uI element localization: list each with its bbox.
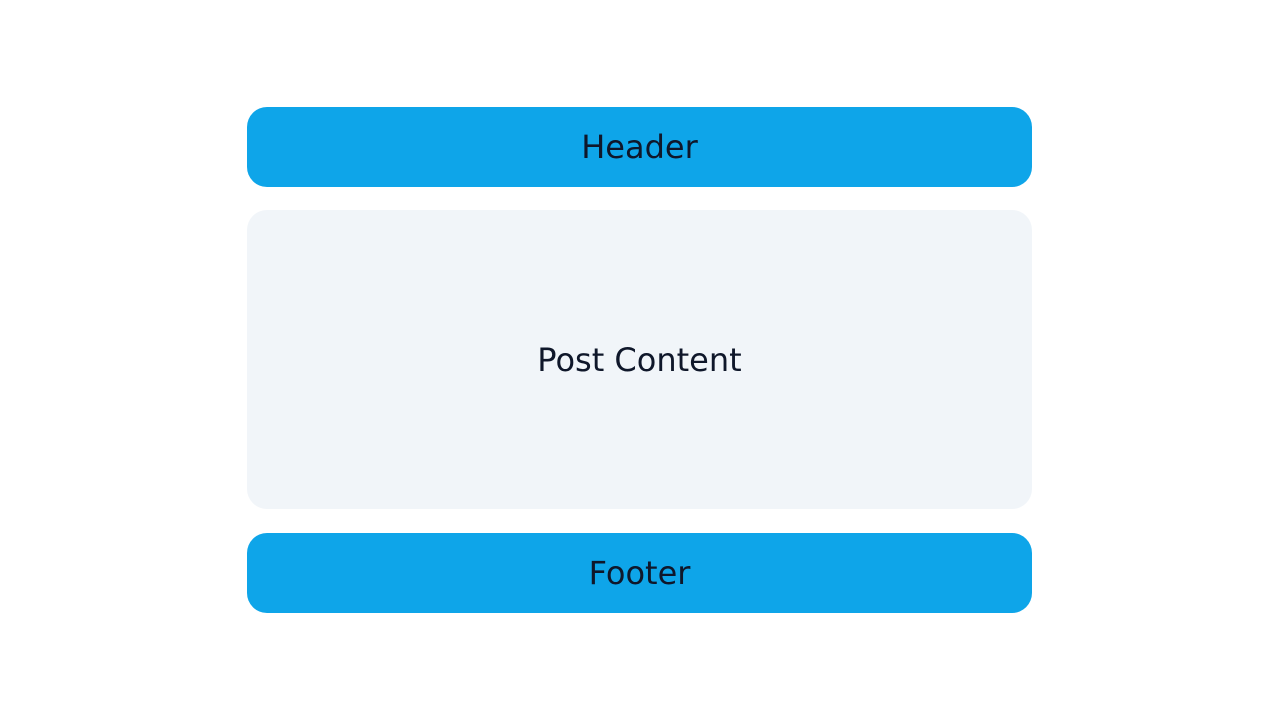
footer-block: Footer (247, 533, 1032, 613)
footer-label: Footer (588, 554, 691, 592)
header-label: Header (581, 128, 698, 166)
post-content-label: Post Content (537, 340, 742, 379)
header-block: Header (247, 107, 1032, 187)
post-content-block: Post Content (247, 210, 1032, 509)
